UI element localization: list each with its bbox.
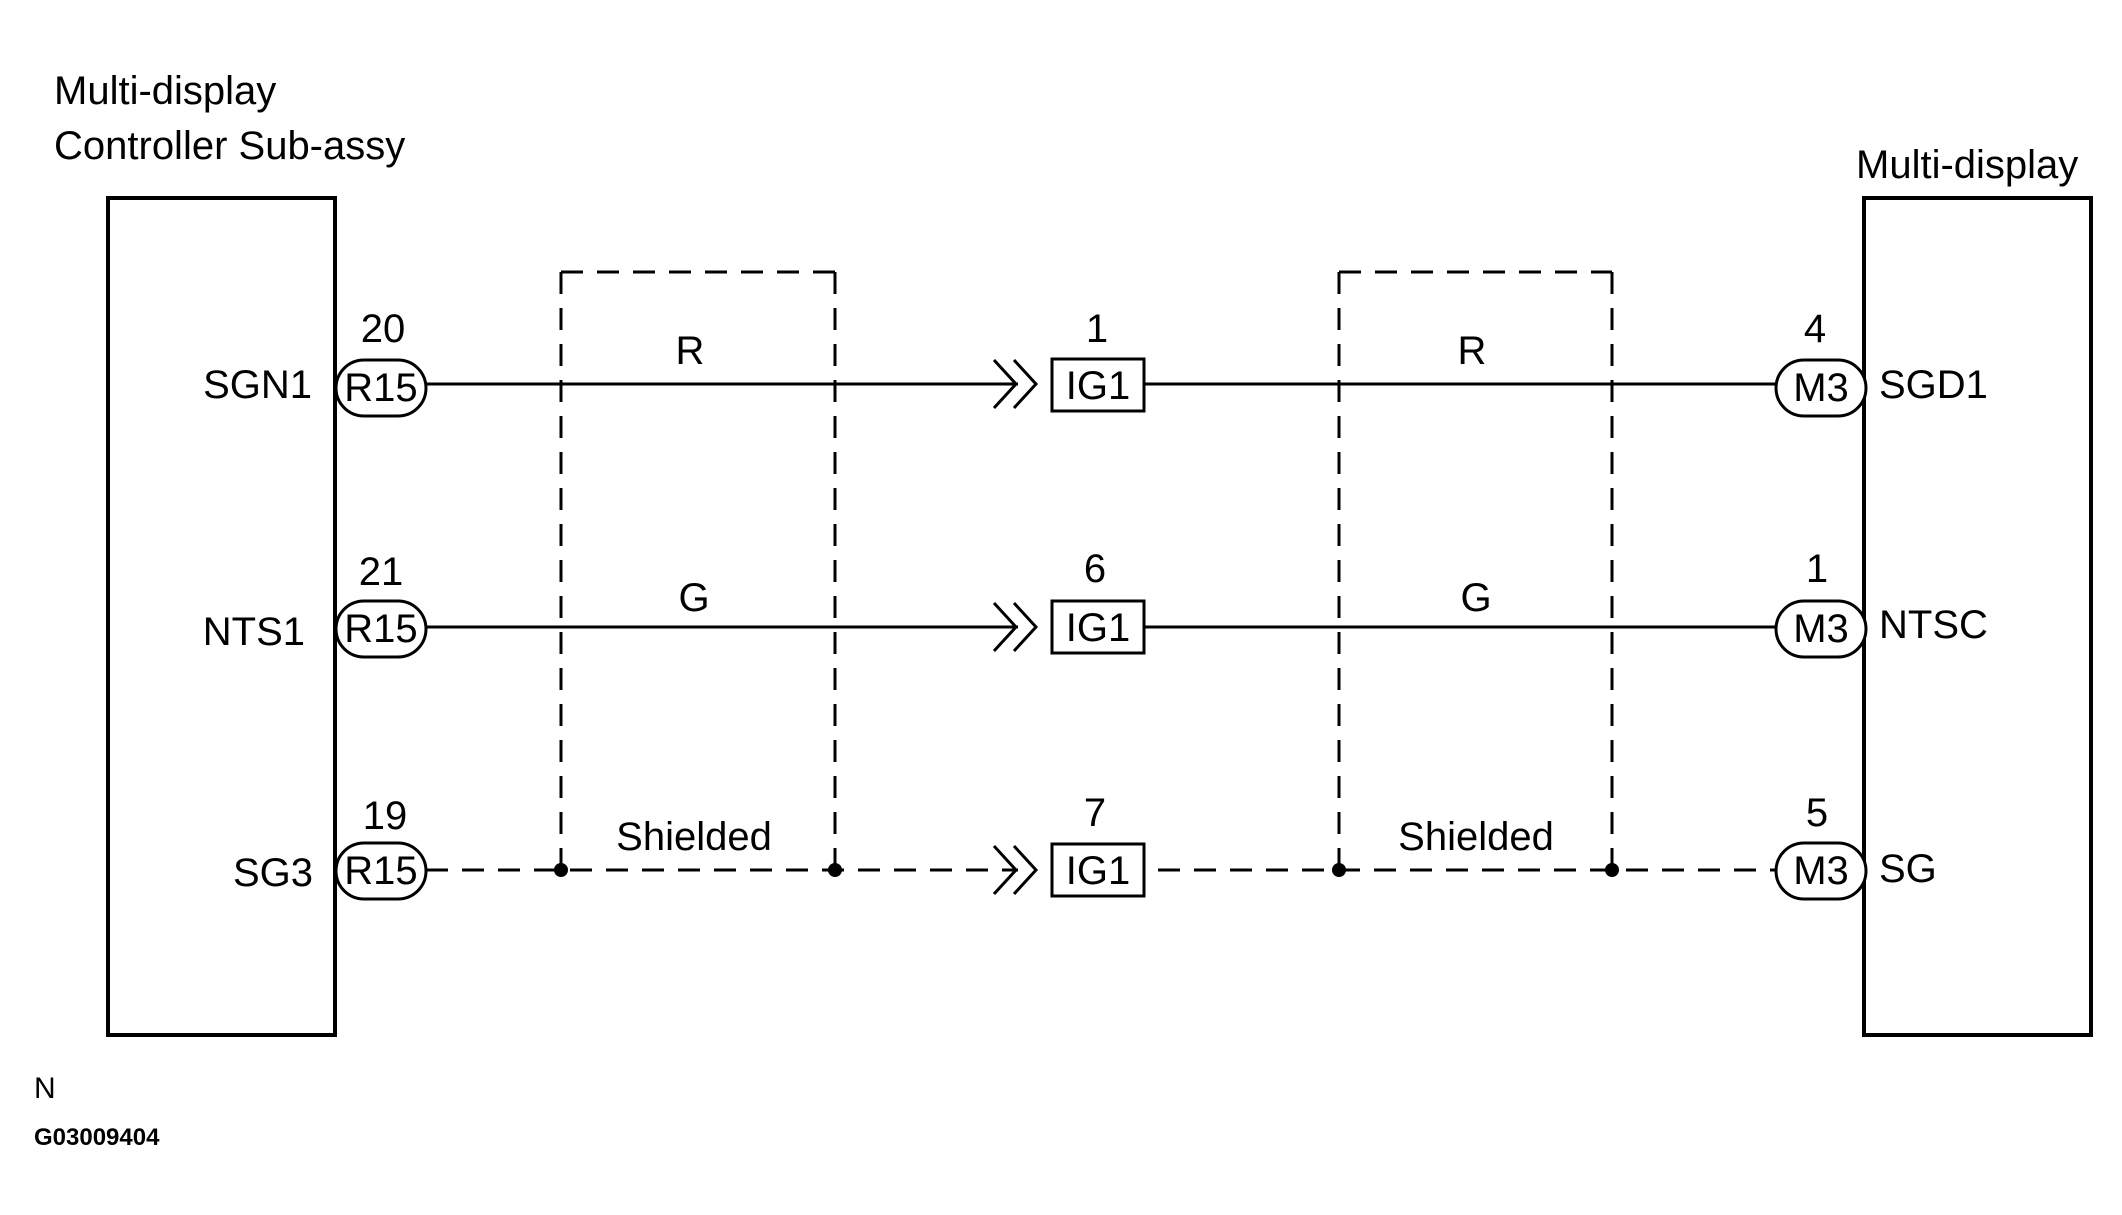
pin-number-right: 1	[1806, 547, 1828, 591]
shield-junction-dot	[828, 863, 842, 877]
terminal-label-nts1: NTS1	[203, 610, 305, 654]
connector-ig1-box	[1050, 357, 1146, 413]
pin-number-right: 5	[1806, 791, 1828, 835]
left-component-title-line2: Controller Sub-assy	[54, 124, 405, 168]
connector-ig1-box	[1050, 599, 1146, 655]
terminal-label-sg: SG	[1879, 847, 1937, 891]
pin-number-left: 21	[359, 550, 404, 594]
connector-r15-oval	[334, 358, 428, 418]
junction-arrow-icon	[1012, 844, 1039, 896]
figure-letter: N	[34, 1072, 56, 1105]
wire-row-sg3: SG3 19 R15 Shielded 7 IG1 Shielded 5 M3 …	[233, 791, 1937, 901]
connector-ig1-box	[1050, 842, 1146, 898]
terminal-label-sg3: SG3	[233, 851, 313, 895]
junction-arrow-icon	[1012, 601, 1039, 653]
connector-m3-oval	[1774, 358, 1868, 418]
terminal-label-sgd1: SGD1	[1879, 363, 1988, 407]
shield-junction-dot	[1332, 863, 1346, 877]
wire-color-label-2: R	[1458, 329, 1487, 373]
connector-label-mid: IG1	[1066, 606, 1130, 650]
connector-label-mid: IG1	[1066, 364, 1130, 408]
right-component-title: Multi-display	[1856, 143, 2078, 187]
pin-number-left: 19	[363, 794, 408, 838]
connector-m3-oval	[1774, 599, 1868, 659]
wire-row-nts1: NTS1 21 R15 G 6 IG1 G 1 M3 NTSC	[203, 547, 1988, 659]
connector-label-left: R15	[344, 366, 417, 410]
controller-sub-assy-box	[106, 196, 337, 1037]
junction-arrow-icon	[992, 601, 1019, 653]
connector-r15-oval	[334, 599, 428, 659]
pin-number-mid: 1	[1086, 307, 1108, 351]
terminal-label-sgn1: SGN1	[203, 363, 312, 407]
wire-color-label-1: G	[678, 576, 709, 620]
terminal-label-ntsc: NTSC	[1879, 603, 1988, 647]
connector-label-right: M3	[1793, 607, 1849, 651]
wire-color-label-2: G	[1460, 576, 1491, 620]
connector-label-right: M3	[1793, 366, 1849, 410]
wire-row-sgn1: SGN1 20 R15 R 1 IG1 R 4 M3 SGD1	[203, 307, 1988, 418]
connector-label-right: M3	[1793, 849, 1849, 893]
pin-number-right: 4	[1804, 307, 1826, 351]
shield-junction-dot	[1605, 863, 1619, 877]
wire-color-label-1: R	[676, 329, 705, 373]
connector-label-left: R15	[344, 849, 417, 893]
shield-frame-left	[559, 270, 837, 870]
connector-label-mid: IG1	[1066, 849, 1130, 893]
left-component-title-line1: Multi-display	[54, 69, 276, 113]
connector-label-left: R15	[344, 607, 417, 651]
pin-number-mid: 7	[1084, 791, 1106, 835]
junction-arrow-icon	[1012, 358, 1039, 410]
shield-junction-dot	[554, 863, 568, 877]
pin-number-mid: 6	[1084, 547, 1106, 591]
pin-number-left: 20	[361, 307, 406, 351]
connector-m3-oval	[1774, 841, 1868, 901]
shield-frame-right	[1337, 270, 1614, 870]
multi-display-box	[1862, 196, 2093, 1037]
wire-color-label-1: Shielded	[616, 815, 772, 859]
junction-arrow-icon	[992, 844, 1019, 896]
junction-arrow-icon	[992, 358, 1019, 410]
figure-code: G03009404	[34, 1124, 160, 1151]
wire-color-label-2: Shielded	[1398, 815, 1554, 859]
